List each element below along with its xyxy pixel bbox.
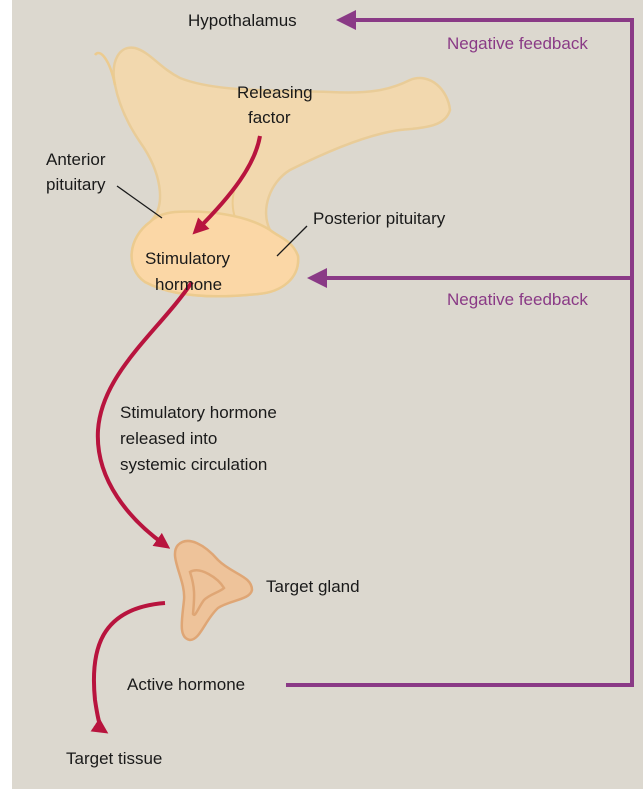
negative-feedback-label-top: Negative feedback [447,31,588,56]
posterior-pituitary-label: Posterior pituitary [313,206,445,231]
systemic-release-label-line2: released into [120,426,217,451]
target-tissue-label: Target tissue [66,746,162,771]
anterior-pituitary-label-line1: Anterior [46,147,106,172]
stimulatory-hormone-label-line1: Stimulatory [145,246,230,271]
systemic-release-label-line3: systemic circulation [120,452,267,477]
stimulatory-hormone-label-line2: hormone [155,272,222,297]
target-gland-label: Target gland [266,574,360,599]
hypothalamus-label: Hypothalamus [188,8,297,33]
negative-feedback-label-mid: Negative feedback [447,287,588,312]
target-gland-shape [175,541,252,640]
anterior-pituitary-leader [117,186,162,218]
active-hormone-label: Active hormone [127,672,245,697]
anterior-pituitary-label-line2: pituitary [46,172,106,197]
systemic-release-label-line1: Stimulatory hormone [120,400,277,425]
active-hormone-arrow [94,603,165,730]
releasing-factor-label-line2: factor [248,105,291,130]
releasing-factor-label-line1: Releasing [237,80,313,105]
